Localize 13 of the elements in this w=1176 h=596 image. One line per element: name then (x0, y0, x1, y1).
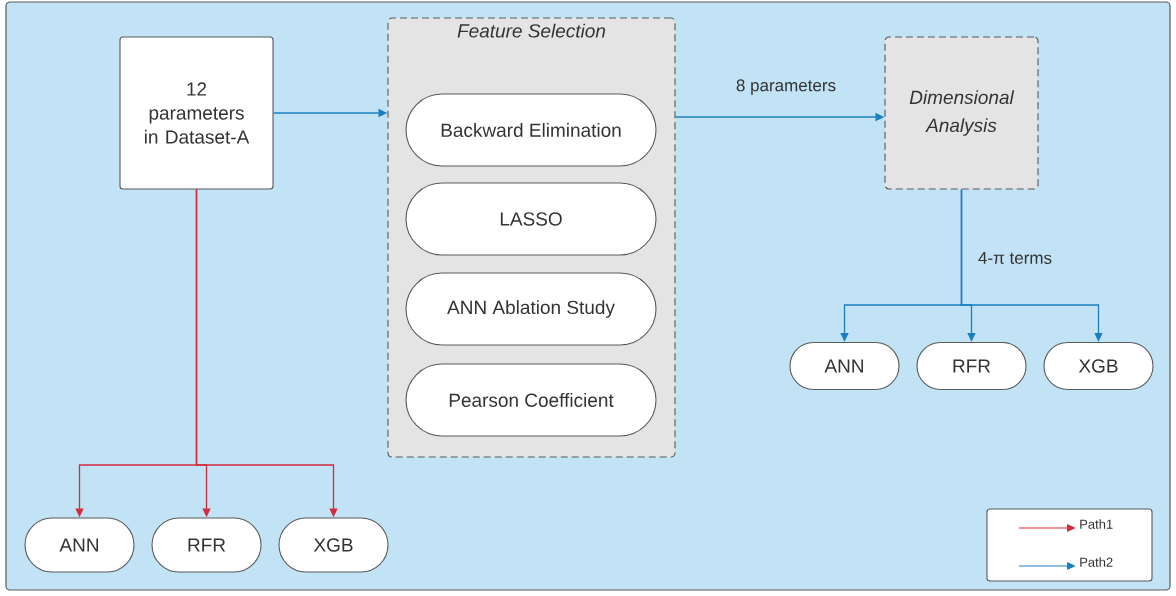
edge-label: 8 parameters (734, 78, 838, 96)
rounded-box: ANN Ablation Study (405, 272, 657, 346)
legend-label: Path2 (1080, 557, 1113, 567)
legend-label: Path1 (1080, 519, 1113, 529)
rounded-box: RFR (916, 341, 1027, 391)
rounded-box: Pearson Coefficient (405, 363, 657, 437)
process-box: 12 parameters in Dataset-A (119, 36, 274, 190)
rounded-box: Backward Elimination (405, 93, 657, 167)
rounded-box: ANN (789, 341, 900, 391)
edge-label: 4-π terms (976, 251, 1054, 265)
rounded-box: XGB (1043, 341, 1154, 391)
rounded-box: LASSO (405, 182, 657, 256)
process-box: Dimensional Analysis (884, 36, 1039, 190)
